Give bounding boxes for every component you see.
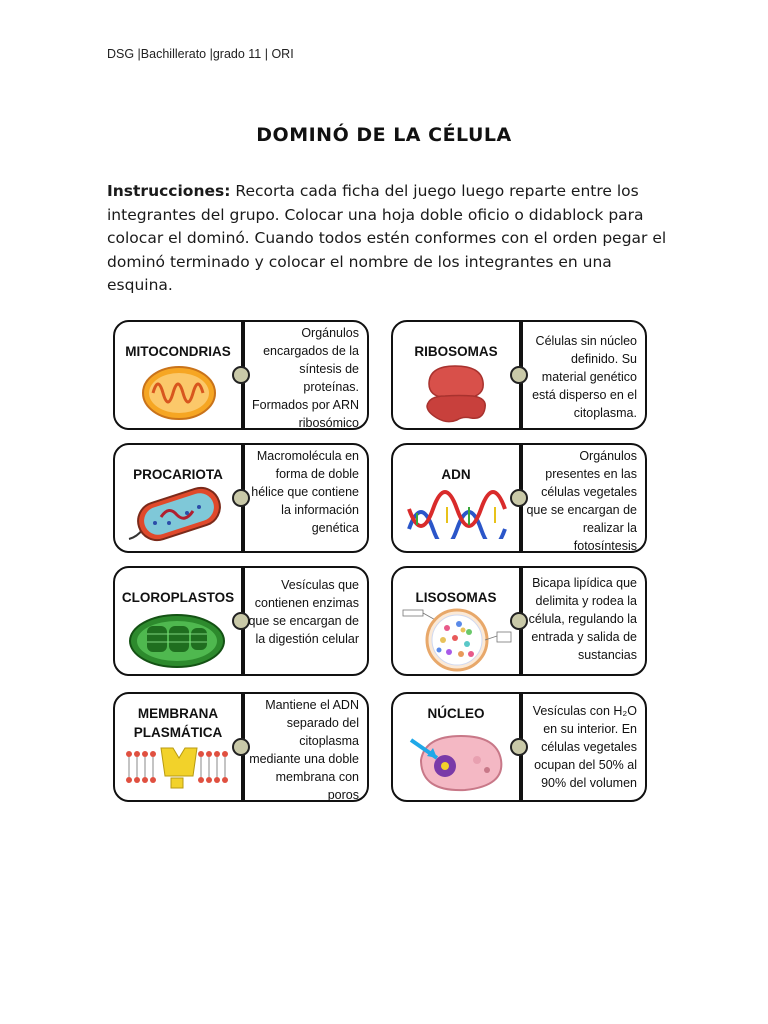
card-description: Vesículas con H₂O en su interior. En cél… — [532, 704, 637, 790]
card-connector — [232, 738, 250, 756]
instructions-paragraph: Instrucciones: Recorta cada ficha del ju… — [107, 180, 667, 298]
card-term: RIBOSOMAS — [414, 344, 498, 359]
instructions-text: Recorta cada ficha del juego luego repar… — [107, 182, 667, 294]
instructions-label: Instrucciones: — [107, 182, 231, 200]
domino-card: LISOSOMAS Bicapa lipídica que delimita y… — [391, 566, 647, 676]
card-connector — [232, 489, 250, 507]
nucleus-icon — [409, 734, 503, 792]
card-description: Macromolécula en forma de doble hélice q… — [251, 449, 359, 535]
domino-card: ADN Orgánulos presentes en las células v… — [391, 443, 647, 553]
card-description: Bicapa lipídica que delimita y rodea la … — [528, 576, 637, 662]
card-connector — [232, 612, 250, 630]
mitochondria-icon — [142, 366, 216, 420]
card-description: Células sin núcleo definido. Su material… — [532, 334, 637, 420]
card-term: MITOCONDRIAS — [125, 344, 231, 359]
page-title: DOMINÓ DE LA CÉLULA — [256, 124, 512, 146]
document-header: DSG |Bachillerato |grado 11 | ORI — [107, 47, 294, 61]
card-connector — [510, 366, 528, 384]
domino-card: MEMBRANA PLASMÁTICA Mantiene el ADN sepa… — [113, 692, 369, 802]
card-term: CLOROPLASTOS — [121, 590, 235, 605]
domino-card: PROCARIOTA Macromolécula en forma de dob… — [113, 443, 369, 553]
card-term: LISOSOMAS — [415, 590, 497, 605]
card-description: Orgánulos encargados de la síntesis de p… — [252, 326, 359, 430]
domino-card: CLOROPLASTOS Vesículas que contienen enz… — [113, 566, 369, 676]
domino-card: RIBOSOMAS Células sin núcleo definido. S… — [391, 320, 647, 430]
card-description: Orgánulos presentes en las células veget… — [526, 449, 637, 553]
card-description: Mantiene el ADN separado del citoplasma … — [249, 698, 359, 802]
card-term: MEMBRANA PLASMÁTICA — [133, 706, 223, 740]
lysosome-icon — [402, 608, 512, 672]
domino-card: NÚCLEO Vesículas con H₂O en su interior.… — [391, 692, 647, 802]
prokaryote-icon — [128, 486, 221, 542]
card-connector — [510, 738, 528, 756]
membrane-icon — [126, 747, 228, 789]
card-term: ADN — [441, 467, 471, 482]
card-connector — [510, 612, 528, 630]
card-term: PROCARIOTA — [133, 467, 223, 482]
ribosome-icon — [426, 365, 486, 423]
card-term: NÚCLEO — [427, 706, 485, 721]
chloroplast-icon — [129, 614, 225, 668]
card-connector — [510, 489, 528, 507]
dna-icon — [407, 490, 507, 539]
domino-card: MITOCONDRIAS Orgánulos encargados de la … — [113, 320, 369, 430]
card-description: Vesículas que contienen enzimas que se e… — [248, 578, 359, 646]
card-connector — [232, 366, 250, 384]
